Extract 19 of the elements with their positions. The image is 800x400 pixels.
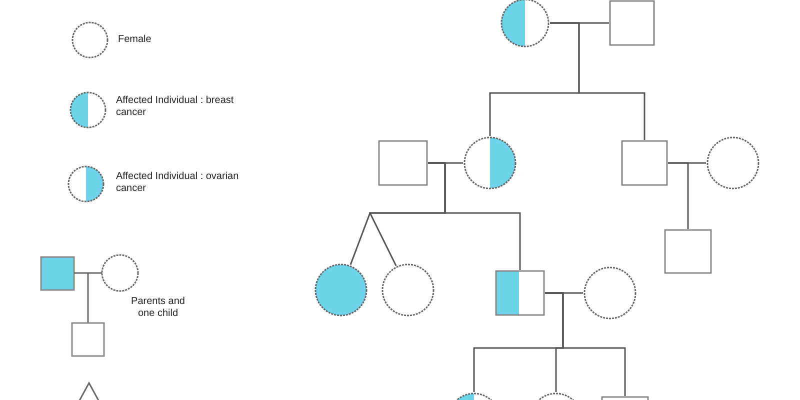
legend-text: Affected Individual : ovarian cancer bbox=[116, 171, 240, 195]
male-symbol bbox=[664, 229, 712, 274]
female-symbol bbox=[706, 136, 760, 190]
legend-text: Female bbox=[118, 34, 152, 46]
female-symbol bbox=[314, 263, 368, 317]
male-symbol bbox=[495, 270, 545, 316]
legend-text: Affected Individual : breast cancer bbox=[116, 95, 235, 119]
legend-text: Parents and one child bbox=[130, 296, 186, 320]
male-symbol bbox=[378, 140, 428, 186]
descent-line bbox=[550, 22, 646, 140]
descent-line bbox=[668, 162, 689, 229]
male-symbol bbox=[621, 140, 668, 186]
female-symbol bbox=[381, 263, 435, 317]
descent-line bbox=[428, 162, 521, 270]
descent-line bbox=[545, 292, 626, 396]
female-symbol bbox=[463, 136, 517, 190]
male-symbol bbox=[609, 0, 655, 46]
female-symbol bbox=[500, 0, 550, 48]
female-symbol bbox=[583, 266, 637, 320]
